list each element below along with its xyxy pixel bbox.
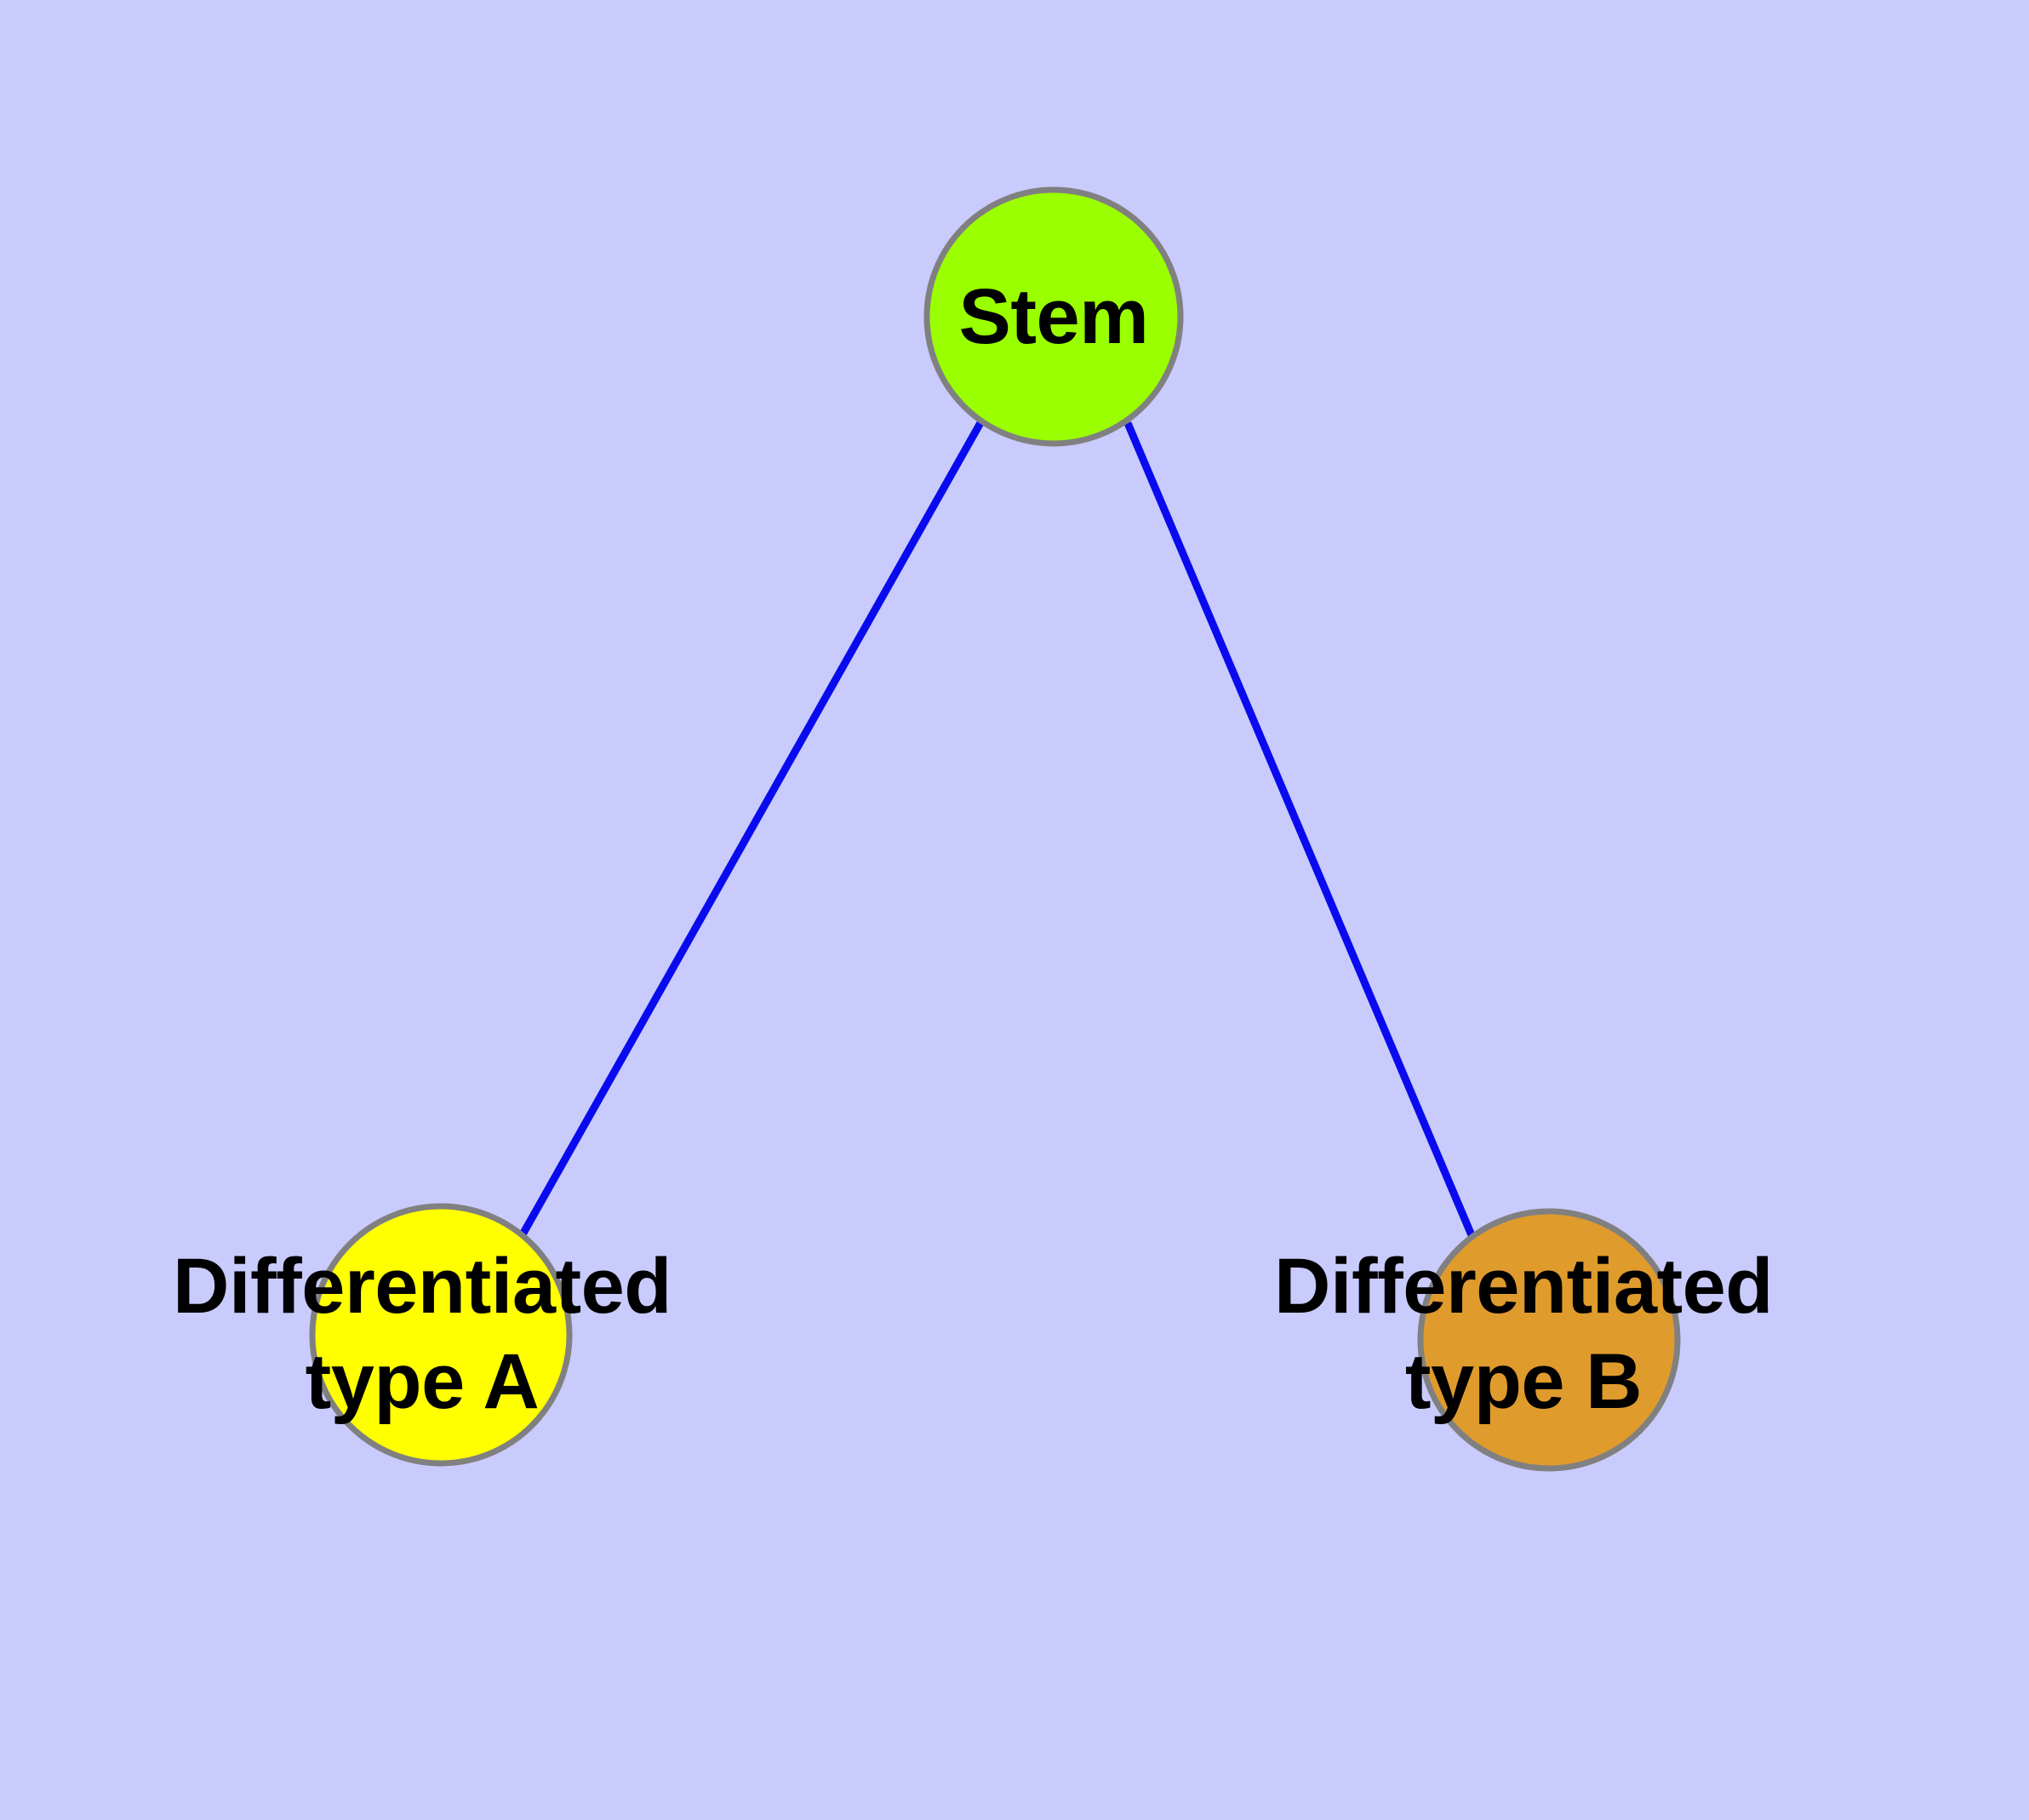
edge-stem-to-diff-b [1123,421,1476,1237]
node-stem-circle[interactable] [923,186,1184,447]
node-diff-b-circle[interactable] [1417,1208,1681,1472]
node-diff-a-circle[interactable] [309,1203,573,1467]
edge-stem-to-diff-a [518,419,985,1239]
